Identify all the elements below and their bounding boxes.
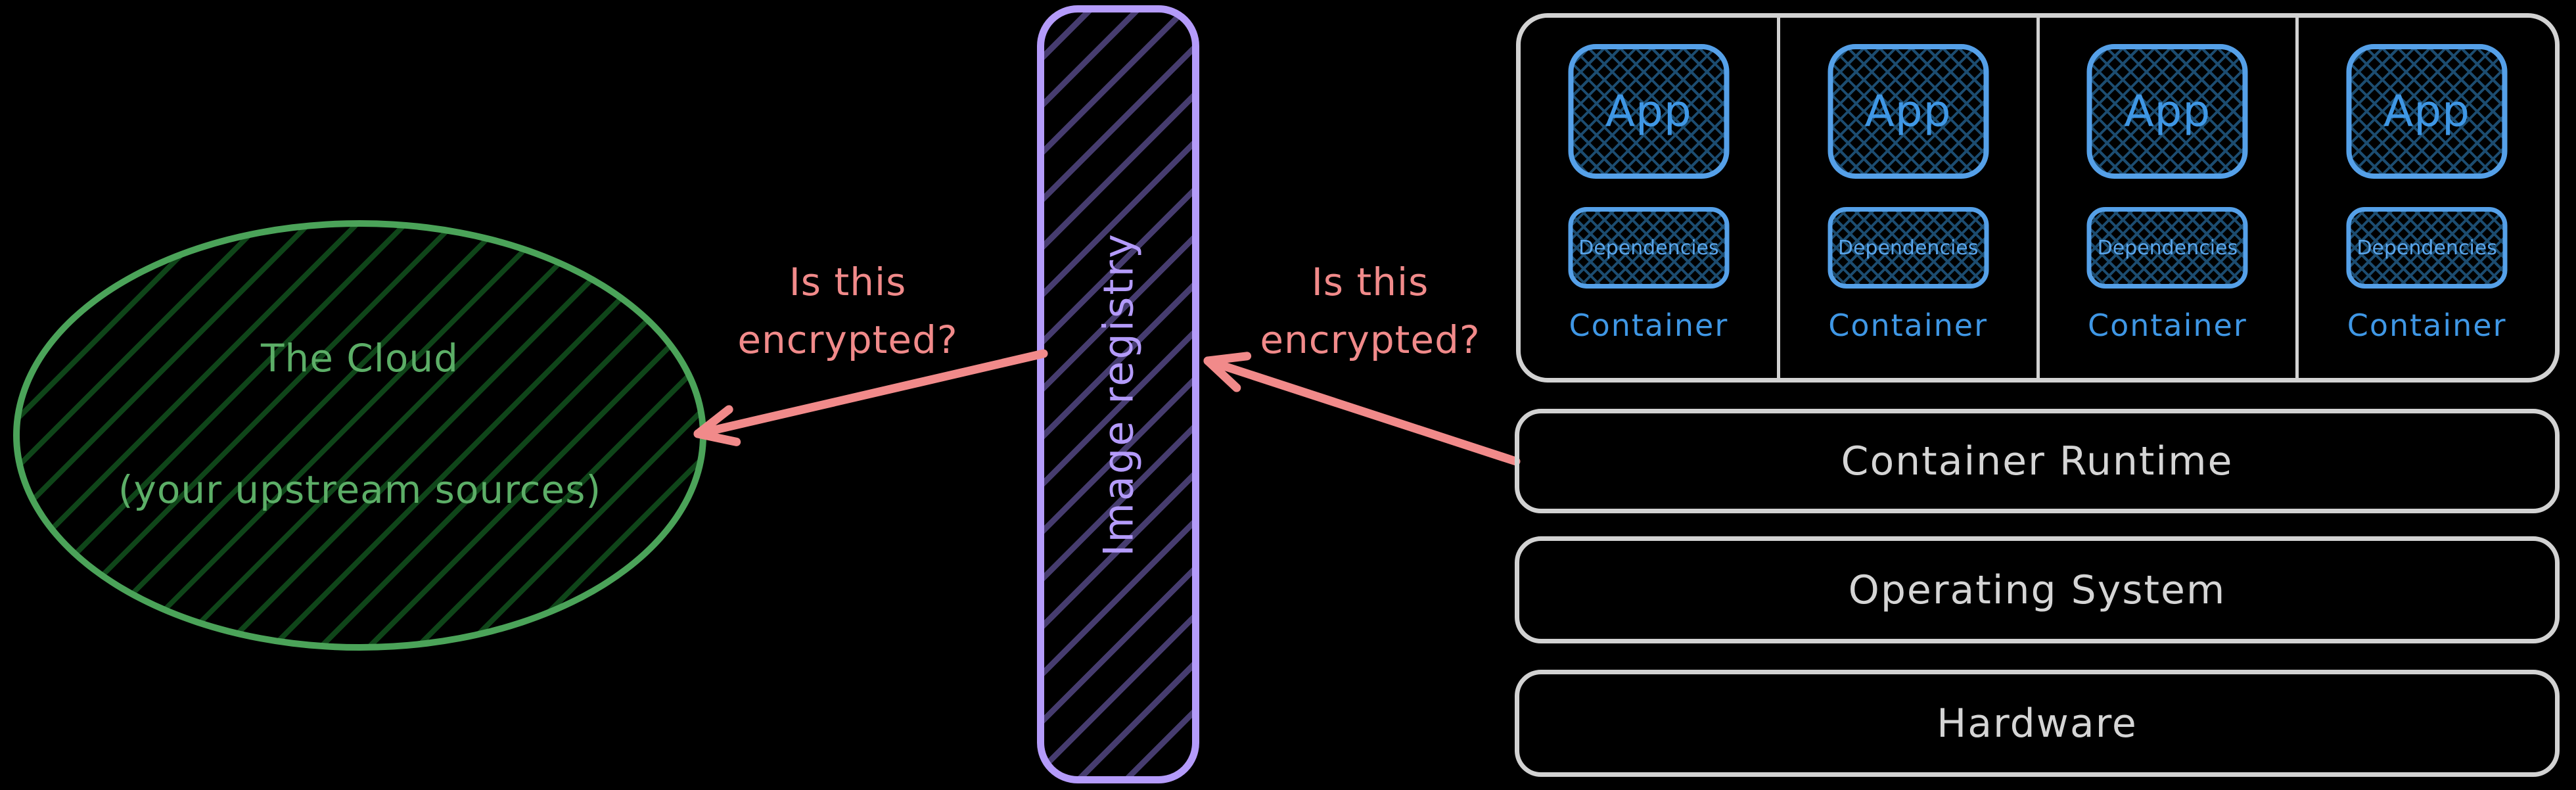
dependencies-box: Dependencies <box>1568 207 1730 289</box>
arrow-head-runtime-to-registry-icon <box>1203 352 1252 392</box>
dependencies-label: Dependencies <box>2097 236 2238 260</box>
container-column-1: App Dependencies Container <box>1521 18 1777 378</box>
image-registry-box: Image registry <box>1037 5 1199 783</box>
dependencies-box: Dependencies <box>2346 207 2508 289</box>
dependencies-box: Dependencies <box>1828 207 1989 289</box>
arrow-runtime-to-registry <box>1203 356 1521 466</box>
container-label: Container <box>1569 308 1729 343</box>
cloud-ellipse: The Cloud (your upstream sources) <box>13 220 706 651</box>
container-column-2: App Dependencies Container <box>1776 18 2036 378</box>
container-label: Container <box>2087 308 2247 343</box>
app-label: App <box>2124 86 2211 137</box>
app-label: App <box>1864 86 1952 137</box>
container-label: Container <box>2347 308 2507 343</box>
arrow-head-registry-to-cloud-icon <box>693 405 741 446</box>
question-label-left: Is this encrypted? <box>683 253 1012 369</box>
question-left-line1: Is this <box>789 260 907 304</box>
app-box: App <box>1828 44 1989 179</box>
dependencies-box: Dependencies <box>2086 207 2248 289</box>
cloud-title: The Cloud <box>261 336 459 381</box>
app-label: App <box>1605 86 1692 137</box>
arrow-registry-to-cloud <box>693 349 1048 438</box>
app-box: App <box>1568 44 1730 179</box>
app-box: App <box>2086 44 2248 179</box>
dependencies-label: Dependencies <box>1837 236 1979 260</box>
question-right-line1: Is this <box>1311 260 1429 304</box>
app-box: App <box>2346 44 2508 179</box>
containers-box: App Dependencies Container App Dependenc… <box>1516 13 2560 383</box>
hardware-box: Hardware <box>1515 670 2560 777</box>
container-column-3: App Dependencies Container <box>2036 18 2296 378</box>
app-label: App <box>2383 86 2471 137</box>
container-column-4: App Dependencies Container <box>2295 18 2555 378</box>
cloud-subtitle: (your upstream sources) <box>118 467 602 512</box>
question-right-line2: encrypted? <box>1260 317 1481 362</box>
operating-system-box: Operating System <box>1515 536 2560 643</box>
dependencies-label: Dependencies <box>2357 236 2497 260</box>
container-runtime-box: Container Runtime <box>1515 409 2560 513</box>
dependencies-label: Dependencies <box>1578 236 1719 260</box>
question-left-line2: encrypted? <box>737 317 958 362</box>
question-label-right: Is this encrypted? <box>1206 253 1534 369</box>
container-label: Container <box>1828 308 1989 343</box>
